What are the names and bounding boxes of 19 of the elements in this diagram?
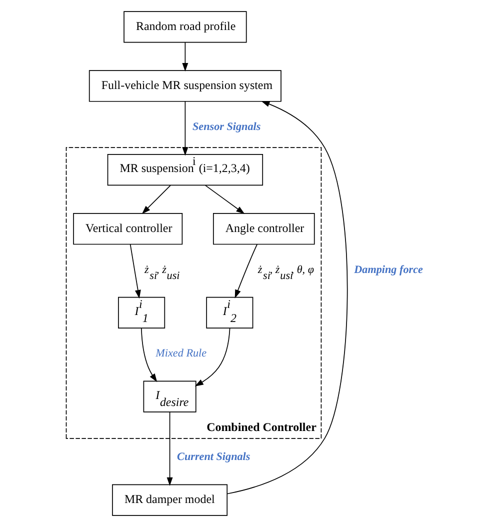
node-box: MR damper model — [112, 484, 228, 516]
node-box: Random road profile — [124, 11, 247, 43]
arrow — [227, 100, 348, 494]
node-box: Angle controller — [213, 213, 315, 245]
edge-label: Mixed Rule — [156, 348, 207, 360]
arrow — [234, 244, 258, 298]
arrow — [140, 328, 158, 382]
arrow — [130, 244, 141, 299]
arrow — [166, 412, 173, 486]
edge-label: Current Signals — [177, 451, 250, 464]
edge-label: Damping force — [354, 264, 423, 276]
edge-label: Sensor Signals — [192, 120, 261, 133]
arrow — [182, 42, 188, 72]
node-box: Full-vehicle MR suspension system — [88, 70, 282, 102]
arrow — [194, 328, 230, 386]
arrow — [142, 185, 171, 214]
arrow — [182, 101, 188, 156]
node-box: Vertical controller — [73, 213, 183, 245]
arrow — [205, 185, 245, 214]
